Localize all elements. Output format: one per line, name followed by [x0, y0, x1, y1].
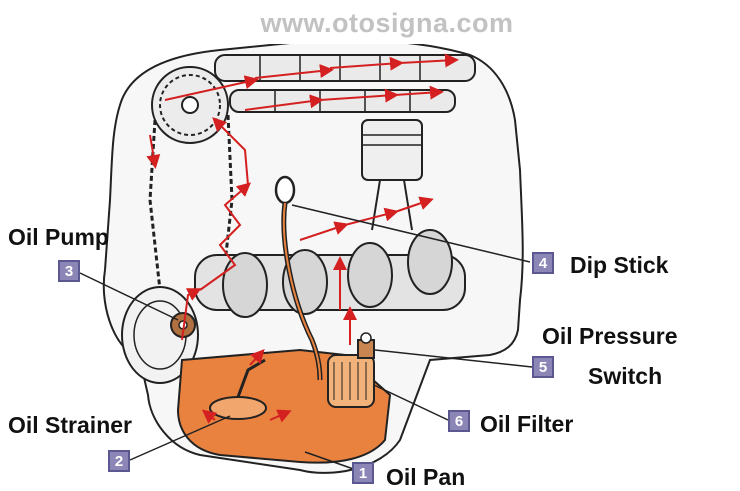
- callout-label-oil-pressure-switch-line1: Oil Pressure: [542, 323, 678, 349]
- piston: [361, 119, 423, 231]
- callout-badge-6: 6: [448, 410, 470, 432]
- callout-label-dip-stick: Dip Stick: [570, 252, 669, 278]
- callout-label-oil-strainer: Oil Strainer: [8, 412, 132, 438]
- callout-label-oil-pump: Oil Pump: [8, 224, 109, 250]
- callout-badge-3: 3: [58, 260, 80, 282]
- callout-leader-lines: [79, 204, 533, 473]
- callout-label-oil-filter: Oil Filter: [480, 411, 574, 437]
- callout-label-oil-pan: Oil Pan: [386, 464, 466, 490]
- dip-stick: [274, 175, 323, 381]
- oil-pressure-switch: [357, 332, 375, 359]
- callout-label-oil-pressure-switch-line2: Switch: [588, 363, 663, 389]
- callout-badge-2: 2: [108, 450, 130, 472]
- callout-badge-1: 1: [352, 462, 374, 484]
- callout-badge-4: 4: [532, 252, 554, 274]
- crankshaft: [194, 229, 466, 318]
- callout-badge-5: 5: [532, 356, 554, 378]
- watermark: www.otosigna.com: [198, 2, 576, 44]
- oil-filter: [327, 354, 375, 408]
- oil-flow-arrows: [146, 53, 459, 424]
